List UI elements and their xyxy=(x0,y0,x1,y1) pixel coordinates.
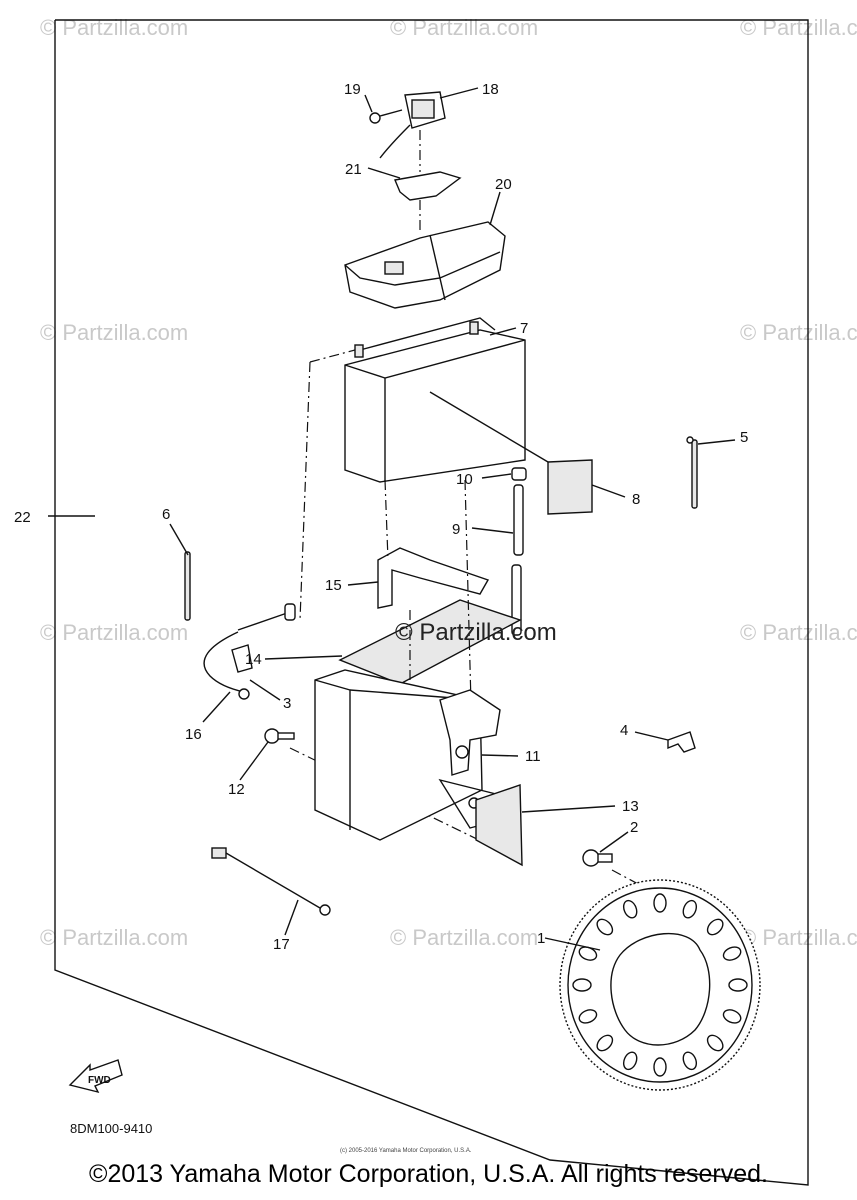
callout-1: 1 xyxy=(537,930,545,947)
part-6-band xyxy=(184,551,191,621)
callout-21: 21 xyxy=(345,161,362,178)
callout-2: 2 xyxy=(630,819,638,836)
callout-18: 18 xyxy=(482,81,499,98)
part-14-sheet xyxy=(338,599,522,685)
watermark: © Partzilla.com xyxy=(390,925,538,950)
part-5-band xyxy=(686,436,698,509)
sprocket-hole xyxy=(722,946,742,961)
callout-7: 7 xyxy=(520,320,528,337)
sprocket-hole xyxy=(653,1057,667,1077)
center-watermark: © Partzilla.com xyxy=(395,619,557,646)
callout-9: 9 xyxy=(452,521,460,538)
watermark: © Partzilla.com xyxy=(740,925,857,950)
fine-print: (c) 2005-2016 Yamaha Motor Corporation, … xyxy=(340,1148,472,1154)
part-21-bracket xyxy=(394,171,462,201)
callout-16: 16 xyxy=(185,726,202,743)
watermark: © Partzilla.com xyxy=(40,620,188,645)
part-2-bolt xyxy=(582,849,613,867)
sprocket-hole xyxy=(682,899,698,919)
callout-13: 13 xyxy=(622,798,639,815)
sprocket-hole xyxy=(596,1034,614,1052)
watermark: © Partzilla.com xyxy=(740,15,857,40)
callout-5: 5 xyxy=(740,429,748,446)
part-15-battery-band xyxy=(377,547,490,609)
watermark: © Partzilla.com xyxy=(40,925,188,950)
fwd-label: FWD xyxy=(88,1075,111,1086)
watermark: © Partzilla.com xyxy=(40,15,188,40)
part-17-wire xyxy=(211,847,331,916)
part-13-pad xyxy=(475,784,523,867)
callout-4: 4 xyxy=(620,722,628,739)
sprocket-hole xyxy=(728,978,748,992)
part-11-battery-box xyxy=(314,669,501,841)
callout-22: 22 xyxy=(14,509,31,526)
callout-17: 17 xyxy=(273,936,290,953)
sprocket-hole xyxy=(706,1034,724,1052)
callout-labels: 1 2 3 4 5 6 7 8 9 10 11 12 13 14 15 16 1… xyxy=(14,81,748,953)
sprocket-hole xyxy=(682,1051,698,1071)
sprocket-hole xyxy=(622,1051,638,1071)
fwd-arrow-icon: FWD xyxy=(68,1059,123,1094)
sprocket-hole xyxy=(722,1009,742,1024)
part-20-battery-cover xyxy=(344,221,506,309)
leader-lines xyxy=(169,87,736,951)
diagram-code: 8DM100-9410 xyxy=(70,1121,152,1136)
part-1-sprocket xyxy=(559,879,761,1091)
part-7-battery xyxy=(344,317,526,483)
part-3-bracket xyxy=(231,644,253,673)
callout-6: 6 xyxy=(162,506,170,523)
part-8-pad xyxy=(547,459,593,515)
callout-12: 12 xyxy=(228,781,245,798)
watermark: © Partzilla.com xyxy=(390,15,538,40)
copyright-notice: ©2013 Yamaha Motor Corporation, U.S.A. A… xyxy=(89,1160,768,1188)
watermark: © Partzilla.com xyxy=(740,320,857,345)
sprocket-hole xyxy=(622,899,638,919)
part-18-starter-relay xyxy=(379,91,446,159)
watermark-grid: © Partzilla.com © Partzilla.com © Partzi… xyxy=(40,15,857,950)
callout-11: 11 xyxy=(525,748,541,765)
part-9-hose xyxy=(511,484,524,636)
part-19-screw xyxy=(369,109,403,124)
callout-19: 19 xyxy=(344,81,361,98)
sprocket-hole xyxy=(572,978,592,992)
callout-8: 8 xyxy=(632,491,640,508)
part-16-lead-wire xyxy=(203,603,296,700)
callout-15: 15 xyxy=(325,577,342,594)
sprocket-hole xyxy=(596,918,614,936)
watermark: © Partzilla.com xyxy=(40,320,188,345)
watermark: © Partzilla.com xyxy=(740,620,857,645)
callout-20-label: 20 xyxy=(495,176,512,193)
sprocket-hole xyxy=(578,1009,598,1024)
part-12-bolt xyxy=(264,728,295,744)
assembly-frame xyxy=(54,19,809,1186)
part-10-cap xyxy=(511,467,527,481)
sprocket-hole xyxy=(653,893,667,913)
callout-3: 3 xyxy=(283,695,291,712)
callout-10: 10 xyxy=(456,471,473,488)
callout-14: 14 xyxy=(245,651,262,668)
sprocket-hole xyxy=(706,918,724,936)
part-4-clamp xyxy=(667,731,696,753)
